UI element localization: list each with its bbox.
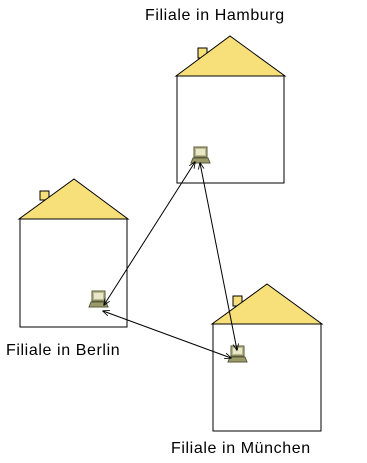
link-berlin-muenchen	[103, 311, 231, 358]
house-berlin	[17, 178, 130, 328]
computer-icon	[190, 146, 211, 164]
wall-hamburg	[176, 75, 285, 184]
roof-muenchen	[210, 283, 324, 325]
wall-muenchen	[212, 323, 322, 432]
computer-icon	[227, 345, 248, 363]
computer-icon	[88, 290, 109, 308]
roof-hamburg	[174, 35, 287, 77]
label-berlin: Filiale in Berlin	[6, 342, 121, 359]
house-hamburg	[174, 35, 287, 184]
label-muenchen: Filiale in München	[171, 440, 311, 457]
link-berlin-hamburg	[104, 162, 195, 305]
roof-berlin	[17, 178, 130, 220]
label-hamburg: Filiale in Hamburg	[145, 7, 285, 24]
wall-berlin	[19, 218, 128, 328]
